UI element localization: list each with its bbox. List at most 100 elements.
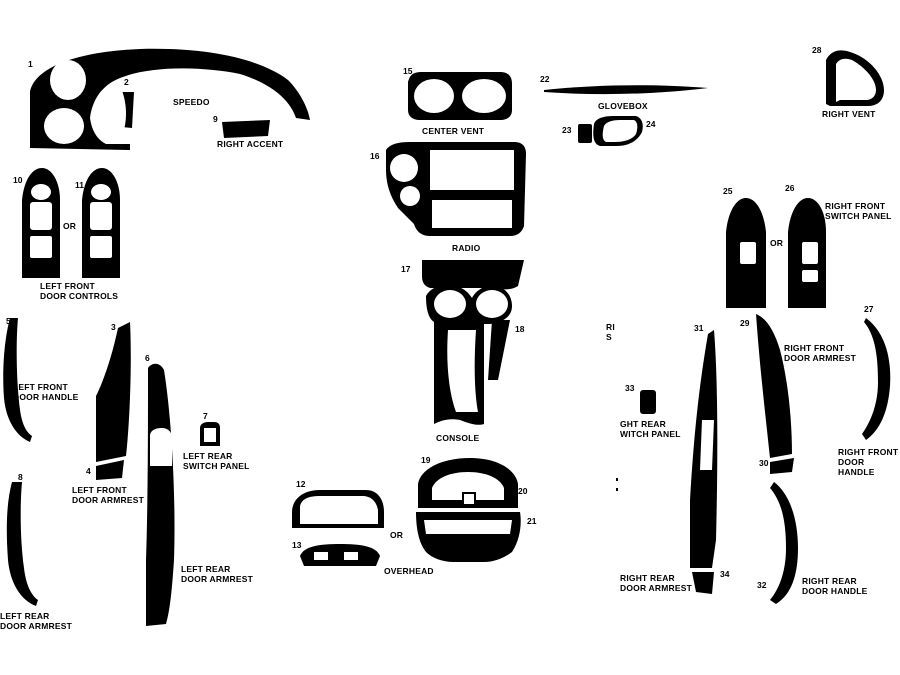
part-dot — [616, 478, 618, 481]
part-8 — [6, 482, 38, 606]
callout-19: 19 — [421, 455, 431, 465]
part-1-cluster-bezel — [30, 48, 310, 151]
label-line: RIGHT REAR — [802, 576, 857, 586]
label-right-rear-switch-panel: GHT REAR WITCH PANEL — [620, 419, 681, 439]
callout-29: 29 — [740, 318, 750, 328]
label-left-front-door-handle: LEFT FRONT DOOR HANDLE — [13, 382, 78, 402]
part-18 — [488, 320, 510, 380]
callout-33: 33 — [625, 383, 635, 393]
label-right-front-door-armrest: RIGHT FRONT DOOR ARMREST — [784, 343, 856, 363]
label-line: LEFT FRONT — [72, 485, 127, 495]
callout-30: 30 — [759, 458, 769, 468]
label-line: LEFT REAR — [181, 564, 231, 574]
part-17 — [422, 260, 524, 290]
label-line: S — [606, 332, 612, 342]
callout-16: 16 — [370, 151, 380, 161]
label-center-vent: CENTER VENT — [422, 126, 485, 136]
label-left-rear-door-armrest-mid: LEFT REAR DOOR ARMREST — [181, 564, 253, 584]
label-right-accent: RIGHT ACCENT — [217, 139, 284, 149]
callout-27: 27 — [864, 304, 874, 314]
label-line: DOOR ARMREST — [72, 495, 144, 505]
label-right-rear-door-handle: RIGHT REAR DOOR HANDLE — [802, 576, 867, 596]
part-4 — [96, 460, 124, 480]
part-30 — [770, 458, 794, 474]
label-left-rear-door-armrest-bottom: LEFT REAR DOOR ARMREST — [0, 611, 72, 631]
callout-17: 17 — [401, 264, 411, 274]
label-line: GHT REAR — [620, 419, 666, 429]
label-line: DOOR HANDLE — [13, 392, 79, 402]
part-21-overhead — [416, 512, 521, 562]
callout-20: 20 — [518, 486, 528, 496]
part-33 — [640, 390, 656, 414]
label-or-overhead: OR — [390, 530, 404, 540]
part-27 — [862, 318, 891, 440]
callout-15: 15 — [403, 66, 413, 76]
label-line: DOOR CONTROLS — [40, 291, 119, 301]
label-line: DOOR ARMREST — [181, 574, 253, 584]
callout-24: 24 — [646, 119, 656, 129]
label-or-right-front: OR — [770, 238, 784, 248]
part-29 — [756, 314, 792, 458]
label-right-vent: RIGHT VENT — [822, 109, 876, 119]
label-line: DOOR ARMREST — [620, 583, 692, 593]
callout-3: 3 — [111, 322, 116, 332]
callout-1: 1 — [28, 59, 33, 69]
callout-5: 5 — [6, 316, 11, 326]
callout-22: 22 — [540, 74, 550, 84]
label-line: WITCH PANEL — [620, 429, 681, 439]
label-line: RIGHT FRONT — [825, 201, 886, 211]
callout-12: 12 — [296, 479, 306, 489]
callout-23: 23 — [562, 125, 572, 135]
label-left-rear-switch-panel: LEFT REAR SWITCH PANEL — [183, 451, 249, 471]
label-line: RIGHT FRONT — [838, 447, 899, 457]
label-glovebox: GLOVEBOX — [598, 101, 648, 111]
part-5 — [3, 318, 32, 442]
callout-18: 18 — [515, 324, 525, 334]
label-line: DOOR HANDLE — [802, 586, 868, 596]
part-32 — [770, 482, 798, 604]
part-34 — [692, 572, 714, 594]
label-right-front-switch-panel: RIGHT FRONT SWITCH PANEL — [825, 201, 891, 221]
callout-13: 13 — [292, 540, 302, 550]
label-line: RIGHT FRONT — [784, 343, 845, 353]
part-22-glovebox — [544, 85, 708, 95]
label-overhead: OVERHEAD — [384, 566, 434, 576]
part-3 — [96, 322, 131, 462]
label-line: SWITCH PANEL — [183, 461, 250, 471]
label-console: CONSOLE — [436, 433, 480, 443]
label-line: DOOR ARMREST — [0, 621, 72, 631]
part-6 — [146, 363, 175, 626]
callout-21: 21 — [527, 516, 537, 526]
label-line: LEFT FRONT — [40, 281, 95, 291]
part-23 — [578, 124, 592, 143]
callout-6: 6 — [145, 353, 150, 363]
label-radio: RADIO — [452, 243, 481, 253]
callout-31: 31 — [694, 323, 704, 333]
label-line: DOOR HANDLE — [838, 457, 875, 477]
callout-4: 4 — [86, 466, 91, 476]
callout-10: 10 — [13, 175, 23, 185]
label-line: LEFT FRONT — [13, 382, 68, 392]
callout-32: 32 — [757, 580, 767, 590]
part-dot — [616, 488, 618, 491]
label-line: SWITCH PANEL — [825, 211, 892, 221]
callout-7: 7 — [203, 411, 208, 421]
label-line: RI — [606, 322, 615, 332]
part-9-right-accent — [222, 120, 270, 138]
label-line: DOOR ARMREST — [784, 353, 856, 363]
callout-11: 11 — [75, 180, 84, 190]
callout-25: 25 — [723, 186, 733, 196]
label-line: RIGHT REAR — [620, 573, 675, 583]
label-line: LEFT REAR — [0, 611, 50, 621]
part-13 — [300, 544, 380, 566]
label-or-left-front: OR — [63, 221, 77, 231]
callout-34: 34 — [720, 569, 730, 579]
label-ri-s: RI S — [606, 322, 615, 342]
label-speedo: SPEEDO — [173, 97, 210, 107]
label-right-front-door-handle: RIGHT FRONT DOOR HANDLE — [838, 447, 900, 477]
callout-2: 2 — [124, 77, 129, 87]
callout-26: 26 — [785, 183, 795, 193]
label-left-front-door-armrest: LEFT FRONT DOOR ARMREST — [72, 485, 144, 505]
callout-8: 8 — [18, 472, 23, 482]
